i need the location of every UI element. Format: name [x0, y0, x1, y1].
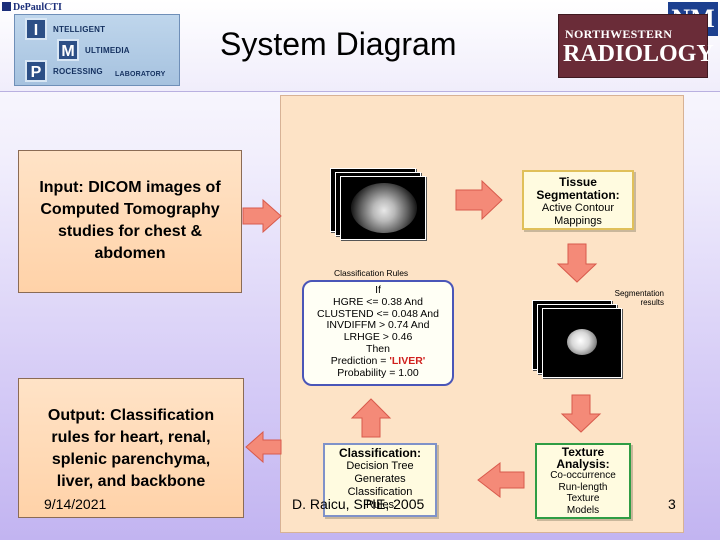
classification-line: Classification [347, 486, 413, 498]
lab-word-intelligent: NTELLIGENT [53, 25, 106, 34]
segmentation-results-label: Segmentation results [600, 289, 664, 307]
classification-title: Classification: [338, 446, 422, 460]
rules-condition: CLUSTEND <= 0.048 And [317, 307, 439, 320]
output-box: Output: Classification rules for heart, … [18, 378, 244, 518]
arrow-to-output [245, 430, 282, 464]
input-line: Computed Tomography [40, 201, 220, 218]
arrow-classification-up [350, 398, 392, 438]
rules-prediction: Prediction = 'LIVER' [304, 354, 452, 368]
page-title: System Diagram [220, 26, 457, 62]
ct-scan-stack [330, 168, 430, 248]
classification-rules-box: If HGRE <= 0.38 And CLUSTEND <= 0.048 An… [302, 280, 454, 386]
segmentation-line: Active Contour [541, 202, 615, 214]
university-name: DePaulCTI [13, 2, 62, 13]
imp-lab-logo: I M P NTELLIGENT ULTIMEDIA ROCESSING LAB… [14, 14, 180, 86]
results-label-line: Segmentation [614, 289, 664, 298]
rules-caption: Classification Rules [334, 268, 409, 278]
ct-scan-image [340, 176, 426, 240]
texture-analysis-box: Texture Analysis: Co-occurrence Run-leng… [535, 443, 631, 519]
rules-if: If [375, 284, 381, 296]
rules-then: Then [366, 342, 390, 355]
prediction-prefix: Prediction = [330, 354, 390, 367]
texture-line: Models [566, 504, 600, 516]
lab-word-processing: ROCESSING [53, 67, 103, 76]
output-line: splenic parenchyma, [51, 451, 211, 468]
classification-line: Decision Tree [346, 460, 414, 472]
texture-line: Run-length [558, 481, 608, 493]
footer-date: 9/14/2021 [44, 496, 107, 512]
segmentation-line: Mappings [554, 215, 602, 227]
arrow-scans-to-segmentation [455, 179, 503, 221]
segmented-scan-image [542, 308, 622, 378]
classification-line: Rules [365, 499, 395, 511]
results-label-line: results [640, 298, 664, 307]
arrow-input-to-scans [242, 198, 282, 234]
rules-condition: LRHGE > 0.46 [343, 331, 413, 344]
rules-condition: INVDIFFM > 0.74 And [326, 319, 430, 332]
output-line: liver, and backbone [56, 473, 206, 490]
input-line: studies for chest & [57, 223, 203, 240]
output-line: Output: Classification [47, 407, 215, 424]
classification-line: Generates [354, 473, 406, 485]
lab-word-multimedia: ULTIMEDIA [85, 46, 130, 55]
hex-letter-i: I [25, 18, 47, 40]
texture-line: Texture [566, 493, 600, 504]
hex-letter-m: M [57, 39, 79, 61]
nm-logo-top: NORTHWESTERN [565, 27, 673, 41]
input-line: Input: DICOM images of [39, 179, 221, 196]
segmentation-box: Tissue Segmentation: Active Contour Mapp… [522, 170, 634, 230]
depaul-mark-icon [2, 2, 11, 11]
northwestern-radiology-logo: NORTHWESTERN RADIOLOGY [558, 14, 714, 78]
rules-probability: Probability = 1.00 [337, 366, 419, 379]
lab-word-laboratory: LABORATORY [115, 71, 166, 78]
arrow-results-down [560, 394, 602, 433]
ct-slice-icon [351, 183, 417, 233]
prediction-value: 'LIVER' [389, 354, 426, 367]
texture-line: Co-occurrence [550, 470, 616, 481]
segmented-scan-stack [532, 300, 632, 386]
footer-page-number: 3 [668, 496, 676, 512]
arrow-texture-to-classification [477, 461, 525, 499]
footer-author: D. Raicu, SPIE, 2005 [292, 496, 425, 512]
segmented-organ-icon [567, 329, 597, 355]
output-line: rules for heart, renal, [51, 429, 211, 446]
segmentation-title: Tissue Segmentation: [536, 175, 620, 202]
hex-letter-p: P [25, 60, 47, 82]
input-box: Input: DICOM images of Computed Tomograp… [18, 150, 242, 293]
depaul-logo: DePaulCTI [2, 2, 62, 13]
rules-condition: HGRE <= 0.38 And [333, 295, 423, 308]
texture-title: Texture Analysis: [556, 445, 610, 471]
input-line: abdomen [94, 245, 166, 262]
classification-box: Classification: Decision Tree Generates … [323, 443, 437, 517]
nm-logo-bottom: RADIOLOGY [563, 41, 714, 67]
arrow-segmentation-down [556, 243, 598, 283]
